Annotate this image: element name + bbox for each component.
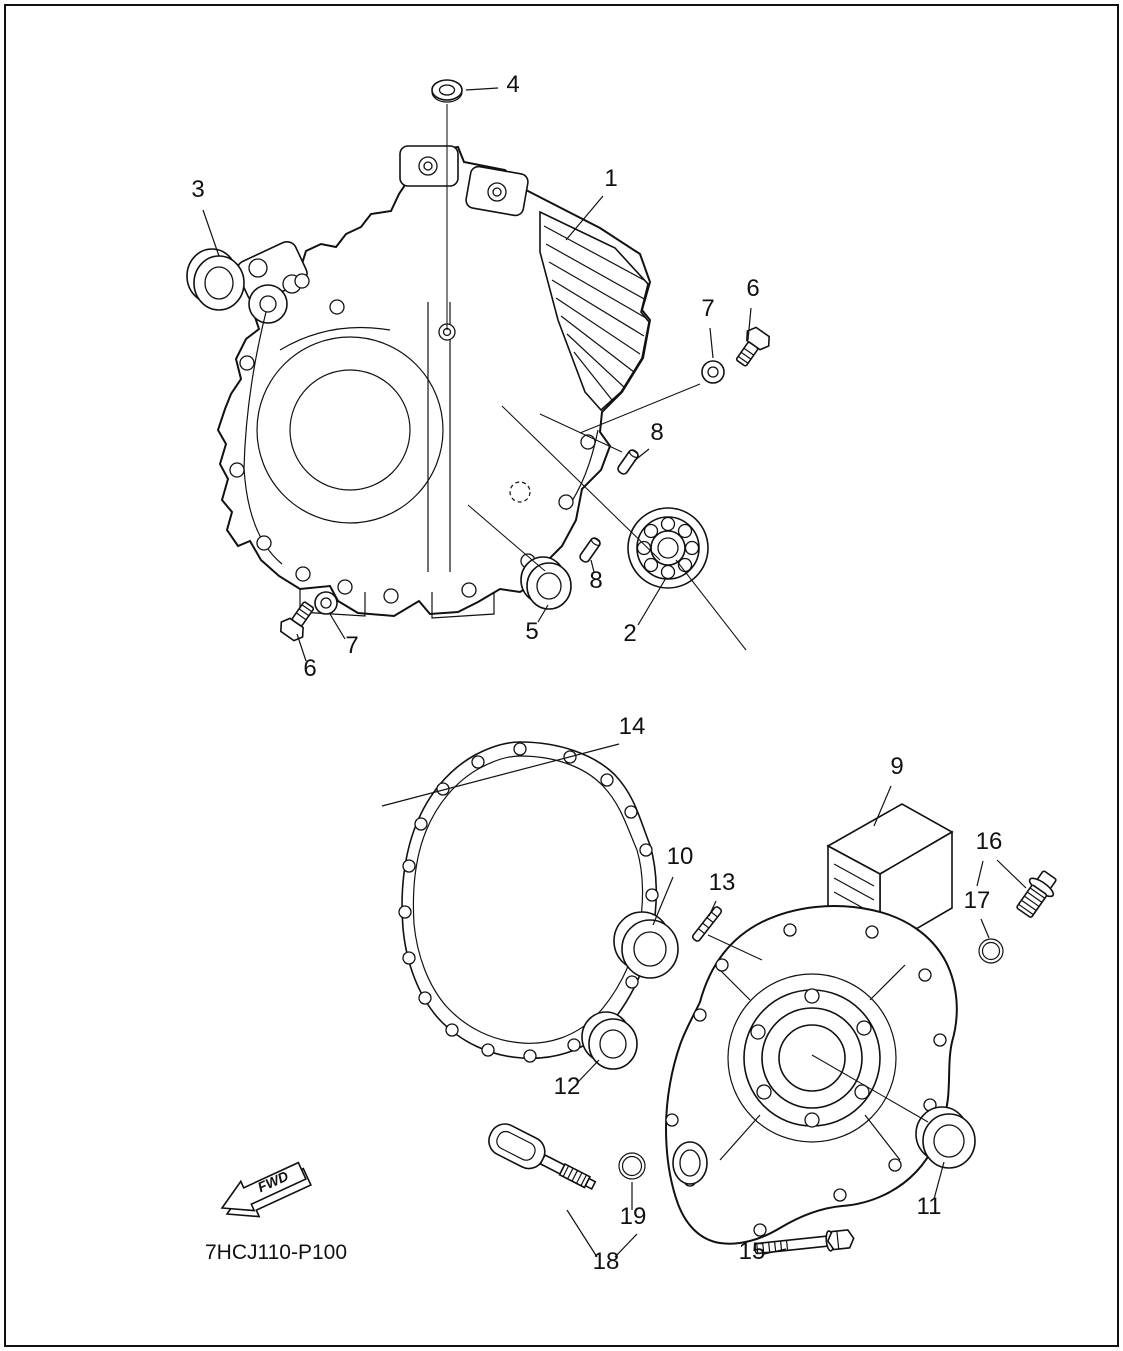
dipstick-18 [488, 1123, 597, 1190]
assembly-line [501, 405, 661, 561]
diagram-code: 7HCJ110-P100 [205, 1241, 347, 1264]
assembly-line [539, 413, 623, 453]
leader-line-13 [708, 900, 717, 917]
part-label-17: 17 [964, 887, 991, 914]
oil-seal-10 [613, 911, 679, 979]
leader-line-7b [329, 613, 346, 640]
part-label-2: 2 [623, 620, 636, 647]
part-label-6b: 6 [303, 655, 316, 682]
assembly-line [579, 383, 701, 434]
part-label-8b: 8 [589, 567, 602, 594]
part-label-13: 13 [709, 869, 736, 896]
part-label-7a: 7 [701, 295, 714, 322]
assembly-line [467, 504, 546, 572]
crankcase-cover [664, 803, 958, 1245]
oil-seal-5 [520, 556, 572, 610]
leader-line-6a [747, 307, 752, 341]
leader-line-1 [565, 195, 604, 241]
oil-seal-3 [186, 248, 245, 311]
crankcase [216, 145, 652, 619]
dowel-pin-8-lower [579, 537, 601, 563]
part-label-1: 1 [604, 165, 617, 192]
part-label-8a: 8 [650, 419, 663, 446]
cap-nut [431, 79, 463, 103]
leader-line-11 [933, 1161, 945, 1200]
part-label-14: 14 [619, 713, 646, 740]
part-label-15: 15 [739, 1238, 766, 1265]
part-label-19: 19 [620, 1203, 647, 1230]
leader-line-8a [633, 448, 650, 462]
leader-line-17 [980, 918, 990, 939]
leader-line-18 [566, 1209, 598, 1258]
part-label-12: 12 [554, 1073, 581, 1100]
washer-7-lower [314, 591, 338, 615]
leader-line-14 [381, 743, 620, 807]
o-ring-19 [618, 1152, 646, 1180]
part-label-16: 16 [976, 828, 1003, 855]
fin-lines [543, 225, 647, 401]
leader-line-7a [709, 327, 714, 359]
leader-line-9 [873, 785, 892, 827]
assembly-line [707, 934, 763, 961]
leader-line-16 [976, 860, 984, 887]
o-ring-17 [978, 938, 1004, 964]
part-label-10: 10 [667, 843, 694, 870]
oil-seal-11 [915, 1106, 976, 1169]
leader-line-6b [296, 633, 307, 662]
page-border [4, 4, 1119, 1347]
fwd-arrow: FWD [220, 1161, 312, 1218]
leader-line-5 [537, 604, 549, 623]
leader-line-2 [637, 577, 667, 626]
gasket-bolt-holes [398, 742, 659, 1063]
oil-seal-12 [581, 1011, 638, 1070]
leader-line-4 [465, 87, 499, 91]
leader-line-15 [763, 1248, 787, 1255]
leader-line-3 [202, 209, 220, 257]
assembly-line [675, 559, 747, 651]
leader-line-10 [652, 876, 674, 926]
stud-pin-13 [691, 906, 723, 942]
drain-plug-16 [1016, 870, 1057, 918]
dowel-pin-8-upper [617, 449, 639, 475]
bolt-6-upper [735, 326, 770, 367]
part-label-6a: 6 [746, 275, 759, 302]
gasket-14 [398, 741, 659, 1063]
assembly-line [811, 1054, 929, 1123]
part-label-4: 4 [506, 71, 519, 98]
flange-bolt-holes [229, 273, 596, 604]
cover-bolt-holes [665, 923, 947, 1237]
washer-7-upper [701, 360, 725, 384]
leader-line-8b [590, 559, 595, 573]
ball-bearing-2 [627, 507, 709, 589]
leader-line-18 [614, 1233, 638, 1258]
leader-line-16 [996, 859, 1027, 889]
leader-line-12 [577, 1059, 600, 1083]
part-label-18: 18 [593, 1248, 620, 1275]
part-label-11: 11 [917, 1193, 942, 1220]
cooling-fins [539, 210, 650, 412]
part-label-3: 3 [191, 176, 204, 203]
part-label-5: 5 [525, 618, 538, 645]
part-label-7b: 7 [345, 632, 358, 659]
part-label-9: 9 [890, 753, 903, 780]
flange-bolt-15 [754, 1229, 855, 1255]
